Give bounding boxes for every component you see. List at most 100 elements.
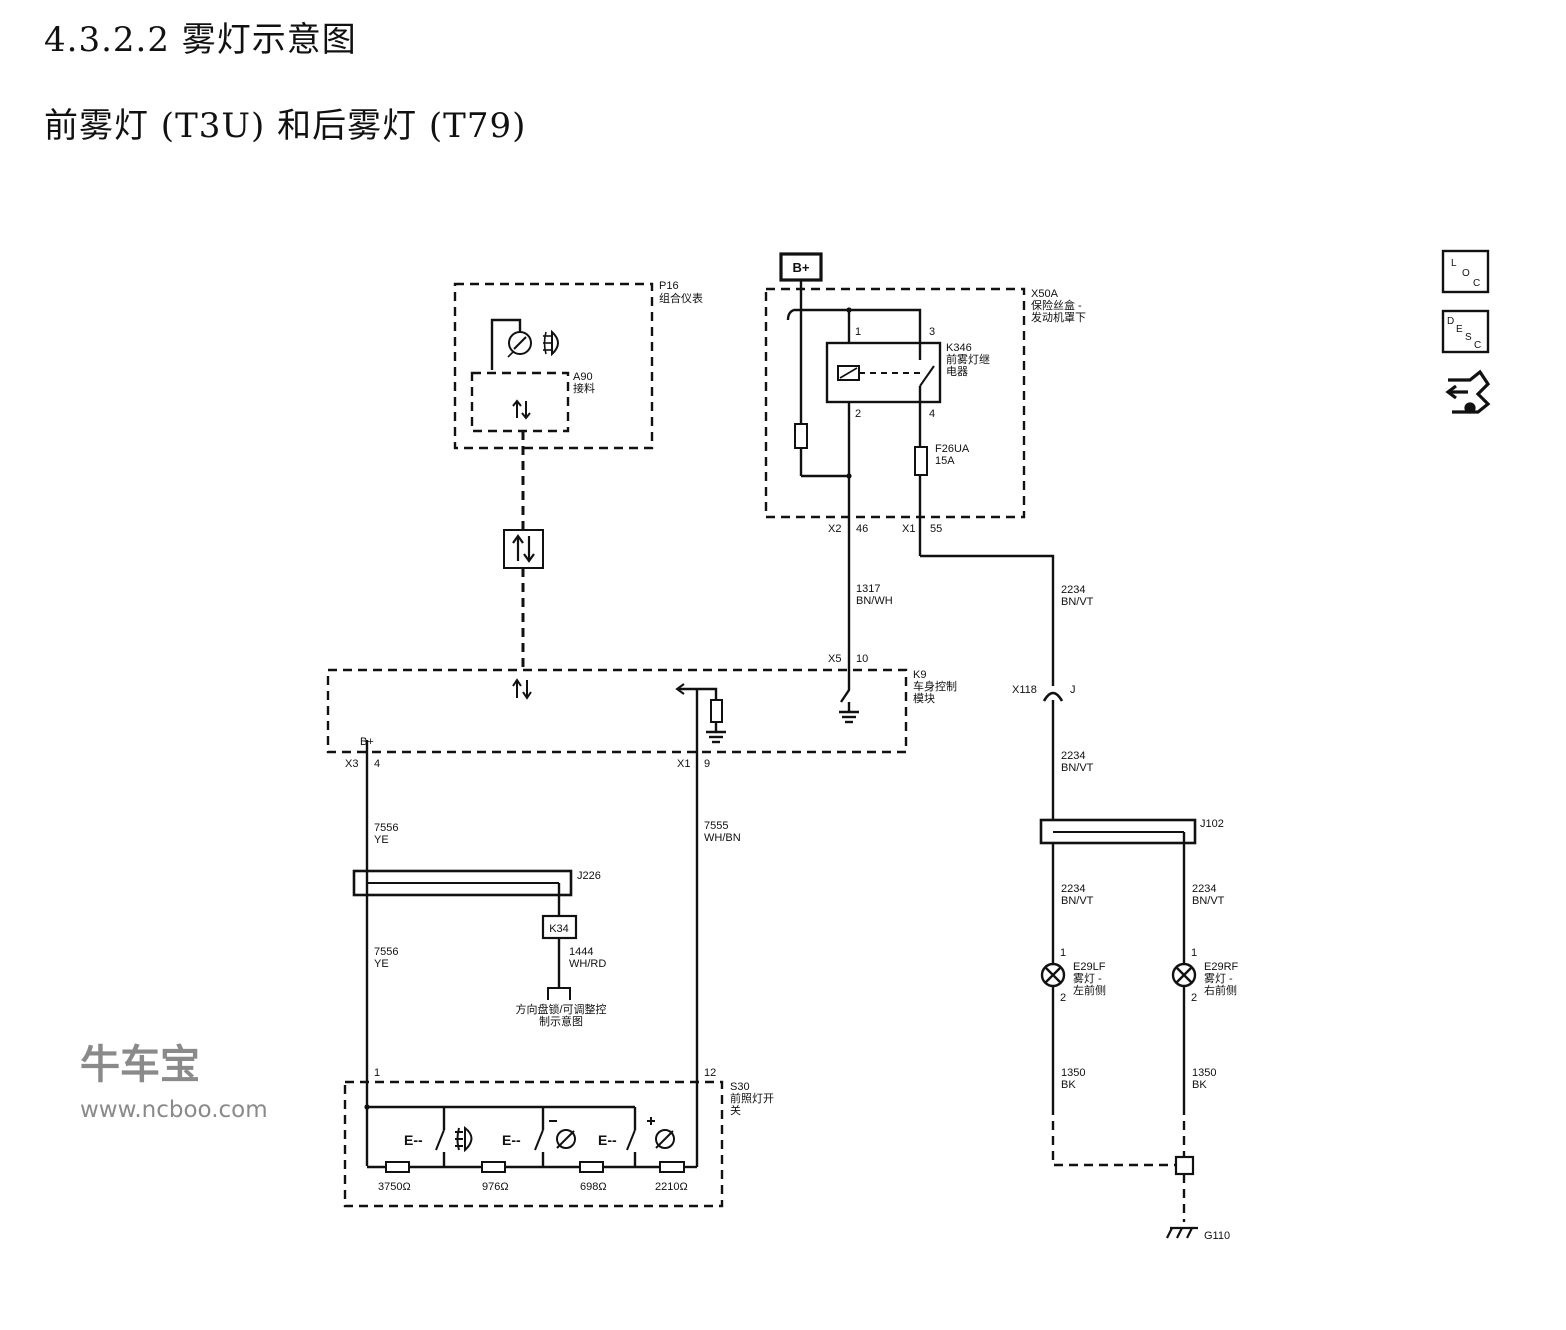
wire-7555-num: 7555 bbox=[704, 820, 728, 832]
f26ua-id: F26UA bbox=[935, 443, 970, 455]
wire-1444-num: 1444 bbox=[569, 946, 593, 958]
e29lf-name-2: 左前侧 bbox=[1073, 983, 1106, 997]
a90-name: 接料 bbox=[573, 381, 595, 395]
wire-2234a-color: BN/VT bbox=[1061, 596, 1094, 608]
wire-2234d-color: BN/VT bbox=[1192, 895, 1225, 907]
f26ua-fuse bbox=[914, 446, 928, 476]
p16-name: 组合仪表 bbox=[659, 291, 703, 305]
wire-1444-color: WH/RD bbox=[569, 958, 606, 970]
j102-splice bbox=[1039, 818, 1197, 845]
j102-id: J102 bbox=[1200, 818, 1224, 830]
e29lf-id: E29LF bbox=[1073, 961, 1106, 973]
switch-off-dash-3: E-- bbox=[598, 1132, 617, 1148]
e29rf-id: E29RF bbox=[1204, 961, 1239, 973]
ground-symbol bbox=[1166, 1226, 1198, 1239]
k9-name-1: 车身控制 bbox=[913, 679, 957, 693]
f26ua-rating: 15A bbox=[935, 455, 955, 467]
watermark-brand: 牛车宝 bbox=[80, 1042, 200, 1088]
s30-name-1: 前照灯开 bbox=[730, 1091, 774, 1105]
k346-name-2: 电器 bbox=[946, 365, 968, 378]
x50a-fuse-box bbox=[764, 287, 1026, 519]
j226-id: J226 bbox=[577, 870, 601, 882]
k346-pin-1: 1 bbox=[855, 326, 861, 338]
ground-splice-box bbox=[1174, 1155, 1195, 1176]
watermark-url: www.ncboo.com bbox=[80, 1097, 268, 1123]
wire-1317-color: BN/WH bbox=[856, 595, 893, 607]
e29rf-name-1: 雾灯 - bbox=[1204, 972, 1233, 985]
resistor-2210 bbox=[659, 1161, 685, 1173]
p16-cluster-box bbox=[453, 282, 654, 450]
x118-id: X118 bbox=[1012, 684, 1037, 696]
e29rf-lamp-symbol bbox=[1171, 962, 1197, 988]
resistor-3750 bbox=[385, 1161, 410, 1173]
connector-flow-icon[interactable] bbox=[1445, 369, 1491, 414]
k346-id: K346 bbox=[946, 342, 972, 354]
serial-data-connector-box bbox=[503, 529, 544, 569]
k346-name-1: 前雾灯继 bbox=[946, 352, 990, 366]
section-title: 4.3.2.2 雾灯示意图 bbox=[44, 20, 357, 60]
k34-note-2: 制示意图 bbox=[539, 1014, 583, 1028]
a90-id: A90 bbox=[573, 371, 593, 383]
k9-pullup-resistor bbox=[710, 699, 723, 723]
switch-off-dash-1: E-- bbox=[404, 1132, 423, 1148]
e29lf-pin-1: 1 bbox=[1060, 947, 1066, 959]
wire-2234a-num: 2234 bbox=[1061, 584, 1085, 596]
resistor-2210-label: 2210Ω bbox=[655, 1181, 688, 1193]
k34-id: K34 bbox=[549, 923, 569, 935]
k346-pin-2: 2 bbox=[855, 408, 861, 420]
rear-fog-icon-plus bbox=[647, 1117, 675, 1149]
loc-button[interactable] bbox=[1441, 249, 1490, 294]
pin-x5: X5 bbox=[828, 653, 841, 665]
wire-1317-num: 1317 bbox=[856, 583, 880, 595]
wire-7556a-num: 7556 bbox=[374, 822, 398, 834]
e29rf-pin-1: 1 bbox=[1191, 947, 1197, 959]
wire-7555-color: WH/BN bbox=[704, 832, 741, 844]
wire-1350b-num: 1350 bbox=[1192, 1067, 1216, 1079]
switch-off-dash-2: E-- bbox=[502, 1132, 521, 1148]
e29rf-pin-2: 2 bbox=[1191, 992, 1197, 1004]
wire-7556b-color: YE bbox=[374, 958, 389, 970]
k9-name-2: 模块 bbox=[913, 692, 935, 705]
s30-name-2: 关 bbox=[730, 1103, 741, 1117]
wire-7556b-num: 7556 bbox=[374, 946, 398, 958]
k34-note-1: 方向盘锁/可调整控 bbox=[515, 1002, 606, 1016]
s30-pin-1: 1 bbox=[374, 1067, 380, 1079]
e29lf-lamp-symbol bbox=[1040, 962, 1066, 988]
k9-id: K9 bbox=[913, 669, 926, 681]
wire-2234c-num: 2234 bbox=[1061, 883, 1085, 895]
j226-splice bbox=[352, 869, 573, 897]
s30-id: S30 bbox=[730, 1081, 750, 1093]
pin-x1: X1 bbox=[902, 523, 915, 535]
desc-button[interactable] bbox=[1441, 309, 1490, 354]
desc-letter-s: S bbox=[1465, 332, 1472, 343]
wire-7556a-color: YE bbox=[374, 834, 389, 846]
pin-x3: X3 bbox=[345, 758, 358, 770]
e29lf-pin-2: 2 bbox=[1060, 992, 1066, 1004]
resistor-976 bbox=[481, 1161, 506, 1173]
k346-pin-4: 4 bbox=[929, 408, 935, 420]
pin-bplus: B+ bbox=[360, 736, 374, 748]
k9-bcm-box bbox=[326, 668, 908, 754]
x50a-internal-fuse bbox=[794, 423, 808, 449]
x118-connector bbox=[1042, 691, 1064, 702]
wire-1350b-color: BK bbox=[1192, 1079, 1207, 1091]
resistor-698 bbox=[579, 1161, 604, 1173]
x50a-id: X50A bbox=[1031, 288, 1059, 300]
pin-x5-10: 10 bbox=[856, 653, 868, 665]
pin-x1b: X1 bbox=[677, 758, 690, 770]
a90-box bbox=[470, 371, 570, 433]
k346-relay-box bbox=[825, 341, 942, 404]
s30-pin-12: 12 bbox=[704, 1067, 716, 1079]
diagram-subtitle: 前雾灯 (T3U) 和后雾灯 (T79) bbox=[44, 106, 527, 146]
x118-pin: J bbox=[1070, 684, 1076, 696]
pin-x1-55: 55 bbox=[930, 523, 942, 535]
wire-2234c-color: BN/VT bbox=[1061, 895, 1094, 907]
desc-letter-c: C bbox=[1474, 340, 1481, 351]
resistor-976-label: 976Ω bbox=[482, 1181, 509, 1193]
x50a-name-2: 发动机罩下 bbox=[1031, 310, 1086, 324]
loc-letter-l: L bbox=[1451, 258, 1457, 269]
p16-id: P16 bbox=[659, 280, 679, 292]
serial-data-arrows-icon bbox=[512, 534, 535, 563]
k346-pin-3: 3 bbox=[929, 326, 935, 338]
